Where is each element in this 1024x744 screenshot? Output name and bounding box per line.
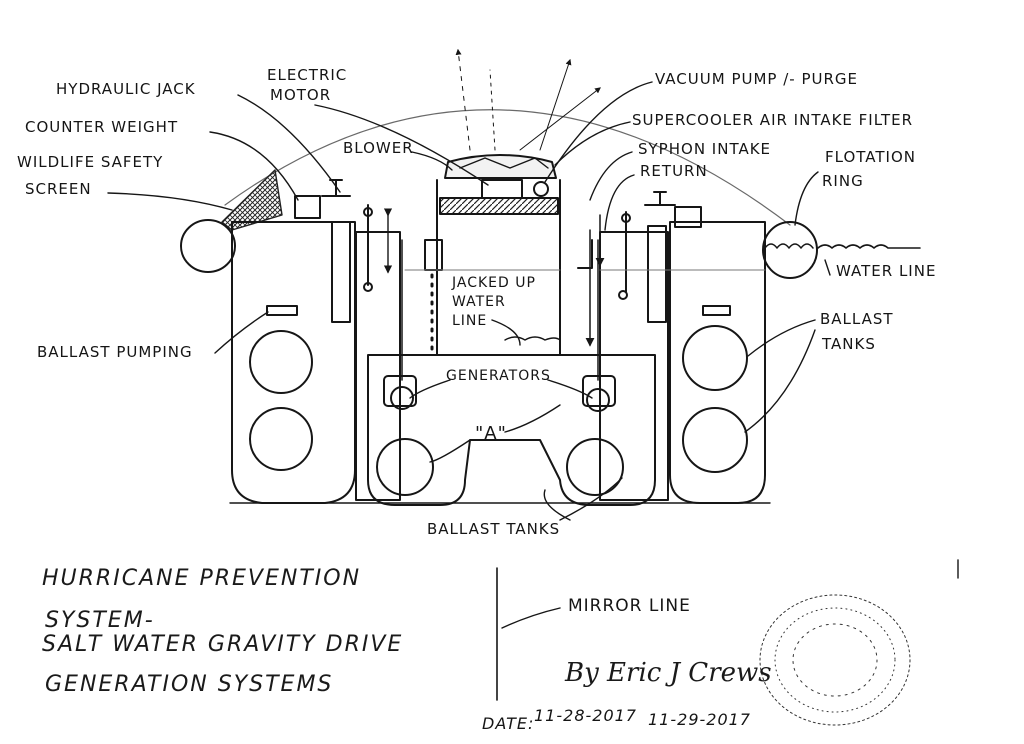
title-line2: SYSTEM- xyxy=(45,608,155,633)
title-line4: GENERATION SYSTEMS xyxy=(45,672,334,697)
right-generator xyxy=(586,388,610,412)
label-vacuum-pump: VACUUM PUMP /- PURGE xyxy=(655,70,859,88)
leader-hydraulic-jack xyxy=(237,94,341,193)
air-flow-arrow-2 xyxy=(519,87,601,151)
jacked-up-water-line xyxy=(504,336,561,341)
right-ballast-tank-upper xyxy=(682,325,748,391)
jack-pulley-left xyxy=(363,207,373,217)
hydraulic-jack-right xyxy=(647,225,667,323)
leader-return xyxy=(604,174,635,231)
air-flow-arrow-4 xyxy=(539,58,572,151)
left-ballast-tank-lower xyxy=(249,407,313,471)
signature: By Eric J Crews xyxy=(565,658,772,688)
label-mirror-line: MIRROR LINE xyxy=(568,596,691,616)
right-ballast-tank-lower xyxy=(682,407,748,473)
jack-pulley-left-low xyxy=(363,282,373,292)
label-jacked-up: JACKED UP xyxy=(452,275,536,291)
label-ballast-pumping: BALLAST PUMPING xyxy=(37,343,193,361)
label-blower: BLOWER xyxy=(343,139,414,157)
syphon-pipe-left xyxy=(424,239,443,271)
label-supercooler: SUPERCOOLER AIR INTAKE FILTER xyxy=(632,111,914,129)
leader-generators xyxy=(409,379,593,399)
bottom-ballast-tank-left xyxy=(376,438,434,496)
jack-mount-right xyxy=(644,191,676,206)
right-inner-channel xyxy=(599,231,669,501)
left-ballast-pump-slot xyxy=(266,305,298,316)
right-generator-housing xyxy=(582,375,616,407)
counter-weight-right xyxy=(674,206,702,228)
flotation-wave xyxy=(764,243,814,249)
vacuum-pump-gauge xyxy=(533,181,549,197)
label-return: RETURN xyxy=(640,162,708,180)
syphon-pipe-right xyxy=(577,239,593,269)
label-water-line: WATER LINE xyxy=(836,262,937,280)
leader-wildlife-screen xyxy=(107,192,233,211)
label-flotation: FLOTATION xyxy=(825,148,916,166)
bottom-ballast-tank-right xyxy=(566,438,624,496)
jack-pulley-right-low xyxy=(618,290,628,300)
label-jacked-water: WATER xyxy=(452,294,506,310)
leader-counter-weight xyxy=(209,131,299,201)
label-counter-weight: COUNTER WEIGHT xyxy=(25,118,179,136)
counter-weight-left xyxy=(294,195,321,219)
leader-vacuum-pump xyxy=(544,81,653,183)
left-generator xyxy=(390,386,414,410)
water-line-waves xyxy=(817,244,921,249)
central-hatched-plate xyxy=(439,197,559,215)
label-hydraulic-jack: HYDRAULIC JACK xyxy=(56,80,196,98)
label-generators: GENERATORS xyxy=(446,368,551,384)
leader-syphon-intake xyxy=(589,151,633,201)
label-wildlife-safety: WILDLIFE SAFETY xyxy=(17,153,164,171)
leader-water-line xyxy=(824,259,831,276)
leader-flotation xyxy=(794,171,819,226)
title-line3: SALT WATER GRAVITY DRIVE xyxy=(42,632,404,657)
date-1: 11-28-2017 xyxy=(534,706,637,725)
label-syphon-intake: SYPHON INTAKE xyxy=(638,140,772,158)
blower-housing xyxy=(444,154,557,179)
electric-motor-box xyxy=(481,179,523,199)
leader-blower xyxy=(411,151,453,171)
date-label: DATE: xyxy=(482,714,535,733)
air-flow-arrow-3 xyxy=(489,69,496,151)
label-electric-motor-line2: MOTOR xyxy=(270,86,332,104)
mirror-line-pointer xyxy=(501,607,561,629)
seal-stamp xyxy=(759,594,911,726)
jack-mount-left xyxy=(321,179,351,197)
right-flotation-ring xyxy=(762,221,818,279)
leader-jacked-up xyxy=(491,319,521,346)
label-screen: SCREEN xyxy=(25,180,92,198)
label-marker-a: "A" xyxy=(475,423,507,444)
left-generator-housing xyxy=(383,375,417,407)
label-ballast-right: BALLAST xyxy=(820,310,894,328)
label-jacked-line: LINE xyxy=(452,313,488,329)
right-ballast-pump-slot xyxy=(702,305,731,316)
leader-ballast-tanks-right xyxy=(744,319,816,433)
label-electric-motor-line1: ELECTRIC xyxy=(267,66,348,84)
label-ballast-tanks-bottom: BALLAST TANKS xyxy=(427,520,561,538)
leader-ballast-tanks-bottom xyxy=(543,477,623,521)
title-line1: HURRICANE PREVENTION xyxy=(42,566,362,591)
dome-arc xyxy=(224,109,791,226)
air-flow-arrow-1 xyxy=(455,48,471,151)
leader-ballast-pumping xyxy=(214,311,269,354)
label-tanks-right: TANKS xyxy=(822,335,876,353)
jack-pulley-right xyxy=(621,213,631,223)
left-flotation-ring xyxy=(180,219,236,273)
date-2: 11-29-2017 xyxy=(648,710,751,729)
hydraulic-jack-left xyxy=(331,221,351,323)
blower-blades xyxy=(459,157,549,169)
wildlife-safety-screen xyxy=(221,169,283,231)
label-ring: RING xyxy=(822,172,864,190)
leader-supercooler xyxy=(554,121,631,166)
left-ballast-tank-upper xyxy=(249,330,313,394)
leader-electric-motor xyxy=(314,104,489,186)
leader-a xyxy=(429,404,561,463)
